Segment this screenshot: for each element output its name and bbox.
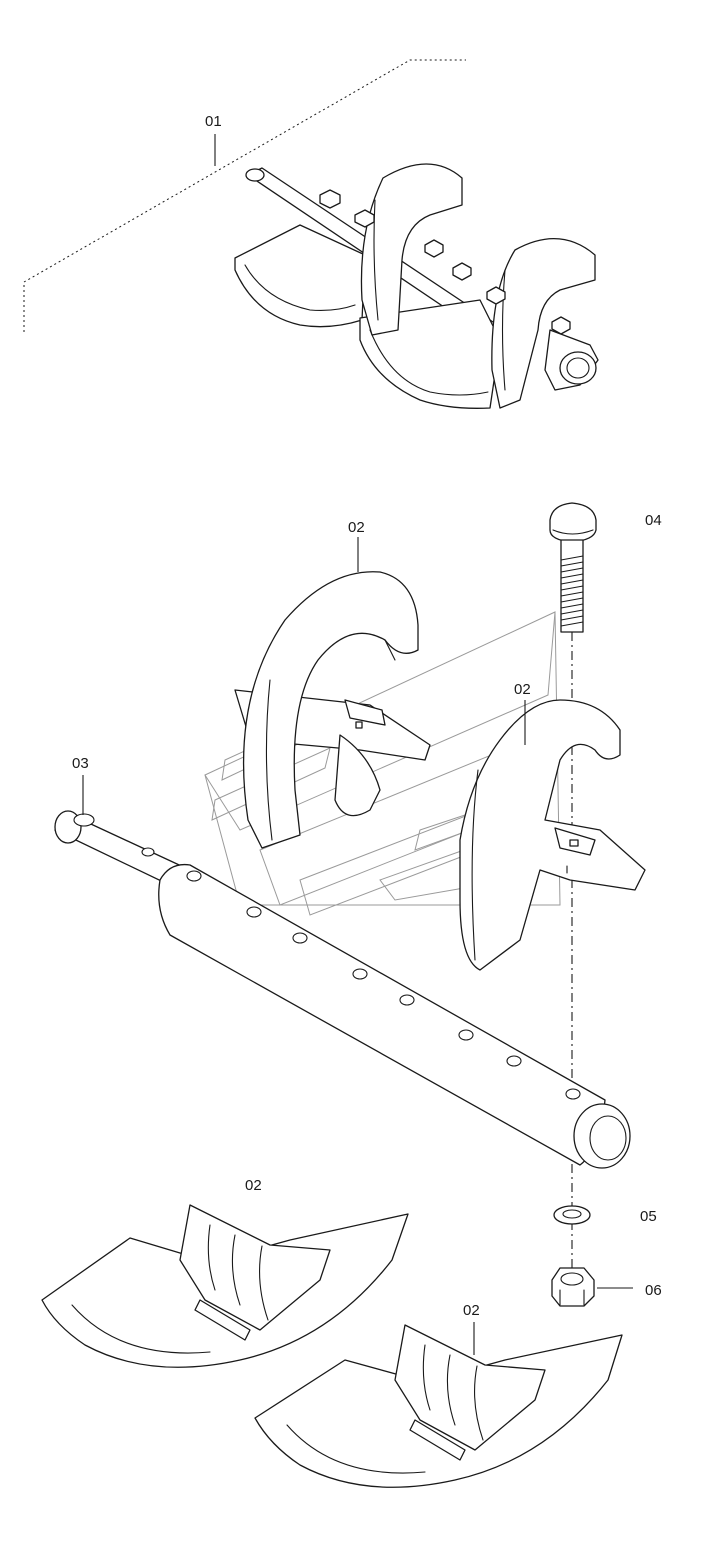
assembly-boundary	[23, 59, 466, 332]
assembly-01	[234, 163, 599, 409]
label-04: 04	[645, 512, 662, 529]
label-01: 01	[205, 113, 222, 130]
washer-05	[553, 1205, 591, 1225]
label-02-pad-left: 02	[245, 1177, 262, 1194]
nut-06	[551, 1267, 595, 1307]
label-02-upper: 02	[348, 519, 365, 536]
bolt-04	[549, 502, 597, 633]
arm-02-right	[459, 699, 646, 971]
label-02-pad-right: 02	[463, 1302, 480, 1319]
pad-02-right	[254, 1324, 623, 1488]
shaft-03	[54, 810, 631, 1169]
arm-02-upper	[234, 571, 431, 849]
label-02-right: 02	[514, 681, 531, 698]
label-06: 06	[645, 1282, 662, 1299]
pad-02-left	[41, 1204, 409, 1368]
label-03: 03	[72, 755, 89, 772]
label-05: 05	[640, 1208, 657, 1225]
